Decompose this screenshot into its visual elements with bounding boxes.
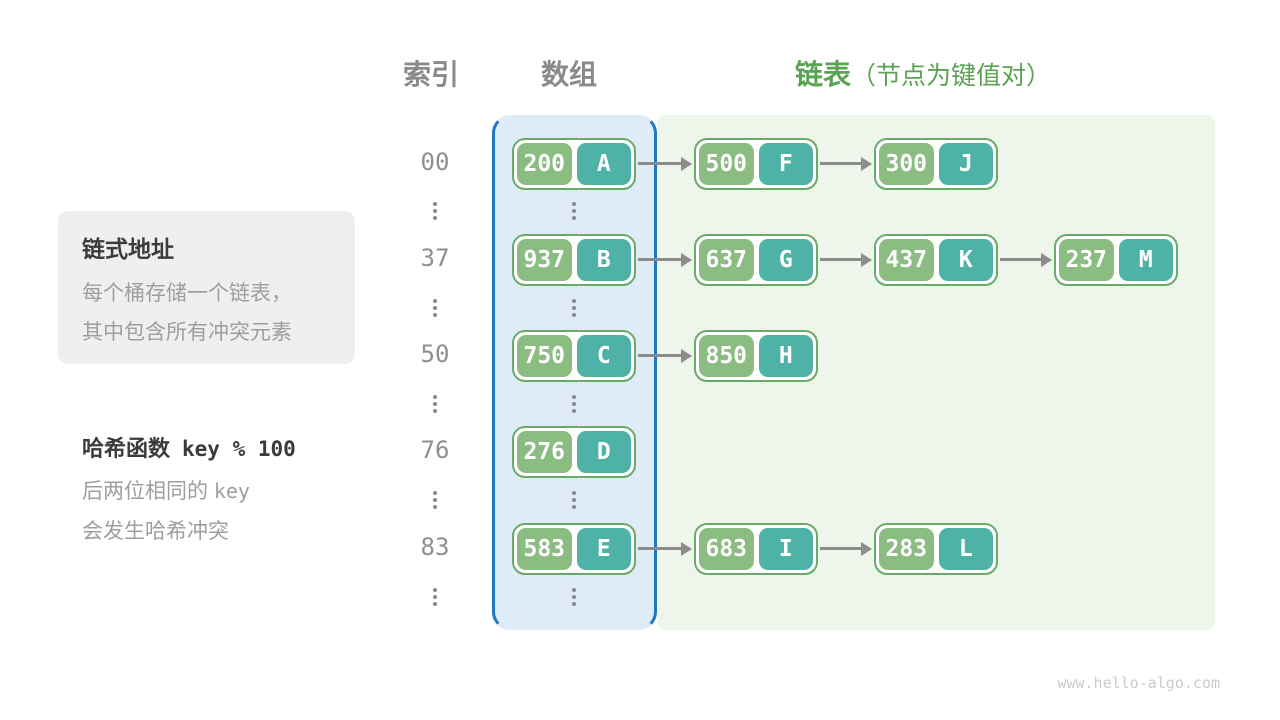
arrow-icon <box>638 252 692 268</box>
arrow-icon <box>820 252 872 268</box>
ellipsis-dots-icon <box>572 588 576 606</box>
node-key: 500 <box>699 143 754 185</box>
node-key: 437 <box>879 239 934 281</box>
chaining-card-line1: 每个桶存储一个链表， <box>82 282 292 305</box>
arrow-shaft <box>638 162 684 165</box>
node-key: 637 <box>699 239 754 281</box>
node-value: I <box>758 528 813 570</box>
hash-function-heading: 哈希函数 key % 100 <box>82 431 296 463</box>
arrow-shaft <box>638 354 684 357</box>
key-value-node: 283 L <box>874 523 998 575</box>
key-value-node: 300 J <box>874 138 998 190</box>
key-value-node: 637 G <box>694 234 818 286</box>
ellipsis-dots-icon <box>572 491 576 509</box>
arrow-head <box>681 157 692 171</box>
bucket-index-label: 50 <box>420 340 450 368</box>
arrow-head <box>681 542 692 556</box>
key-value-node: 937 B <box>512 234 636 286</box>
node-value: E <box>576 528 631 570</box>
arrow-shaft <box>820 547 864 550</box>
column-header-index: 索引 <box>403 59 460 90</box>
key-value-node: 750 C <box>512 330 636 382</box>
node-value: F <box>758 143 813 185</box>
arrow-icon <box>820 541 872 557</box>
arrow-head <box>681 349 692 363</box>
arrow-head <box>861 542 872 556</box>
arrow-shaft <box>820 162 864 165</box>
linked-list-note: （节点为键值对） <box>851 62 1052 90</box>
node-key: 283 <box>879 528 934 570</box>
ellipsis-dots-icon <box>572 395 576 413</box>
chaining-card: 链式地址 每个桶存储一个链表， 其中包含所有冲突元素 <box>58 211 355 364</box>
node-value: C <box>576 335 631 377</box>
node-key: 937 <box>517 239 572 281</box>
ellipsis-dots-icon <box>572 202 576 220</box>
node-key: 237 <box>1059 239 1114 281</box>
bucket-index-label: 83 <box>420 533 450 561</box>
node-key: 276 <box>517 431 572 473</box>
ellipsis-dots-icon <box>433 395 437 413</box>
arrow-shaft <box>1000 258 1044 261</box>
hash-function-title: 哈希函数 <box>82 436 171 461</box>
node-value: G <box>758 239 813 281</box>
key-value-node: 583 E <box>512 523 636 575</box>
node-value: H <box>758 335 813 377</box>
key-value-node: 500 F <box>694 138 818 190</box>
node-key: 200 <box>517 143 572 185</box>
node-key: 850 <box>699 335 754 377</box>
arrow-icon <box>638 156 692 172</box>
hash-note-key-token: key <box>213 479 250 503</box>
ellipsis-dots-icon <box>433 491 437 509</box>
key-value-node: 200 A <box>512 138 636 190</box>
key-value-node: 683 I <box>694 523 818 575</box>
ellipsis-dots-icon <box>433 588 437 606</box>
node-key: 750 <box>517 335 572 377</box>
arrow-icon <box>1000 252 1052 268</box>
node-key: 683 <box>699 528 754 570</box>
node-value: M <box>1118 239 1173 281</box>
hash-note-line2: 会发生哈希冲突 <box>82 520 229 543</box>
arrow-shaft <box>638 258 684 261</box>
linked-list-label: 链表 <box>795 59 852 90</box>
arrow-icon <box>638 541 692 557</box>
node-key: 300 <box>879 143 934 185</box>
bucket-index-label: 00 <box>420 148 450 176</box>
ellipsis-dots-icon <box>433 202 437 220</box>
arrow-icon <box>820 156 872 172</box>
node-value: A <box>576 143 631 185</box>
chaining-card-line2: 其中包含所有冲突元素 <box>82 321 292 344</box>
arrow-shaft <box>638 547 684 550</box>
arrow-head <box>861 253 872 267</box>
bucket-index-label: 37 <box>420 244 450 272</box>
arrow-head <box>681 253 692 267</box>
arrow-head <box>1041 253 1052 267</box>
arrow-head <box>861 157 872 171</box>
bucket-index-label: 76 <box>420 436 450 464</box>
arrow-icon <box>638 348 692 364</box>
hash-note-line1: 后两位相同的 key <box>82 471 296 512</box>
watermark: www.hello-algo.com <box>1057 674 1220 692</box>
node-key: 583 <box>517 528 572 570</box>
key-value-node: 850 H <box>694 330 818 382</box>
column-header-linked-list: 链表（节点为键值对） <box>795 53 1051 93</box>
hash-function-formula: key % 100 <box>182 437 296 461</box>
column-header-array: 数组 <box>541 59 598 90</box>
hash-function-note: 哈希函数 key % 100 后两位相同的 key 会发生哈希冲突 <box>82 431 296 552</box>
ellipsis-dots-icon <box>572 299 576 317</box>
arrow-shaft <box>820 258 864 261</box>
chaining-card-title: 链式地址 <box>82 236 174 262</box>
node-value: J <box>938 143 993 185</box>
ellipsis-dots-icon <box>433 299 437 317</box>
key-value-node: 276 D <box>512 426 636 478</box>
node-value: L <box>938 528 993 570</box>
node-value: K <box>938 239 993 281</box>
hash-note-line1-text: 后两位相同的 <box>82 480 214 503</box>
key-value-node: 237 M <box>1054 234 1178 286</box>
node-value: B <box>576 239 631 281</box>
node-value: D <box>576 431 631 473</box>
key-value-node: 437 K <box>874 234 998 286</box>
